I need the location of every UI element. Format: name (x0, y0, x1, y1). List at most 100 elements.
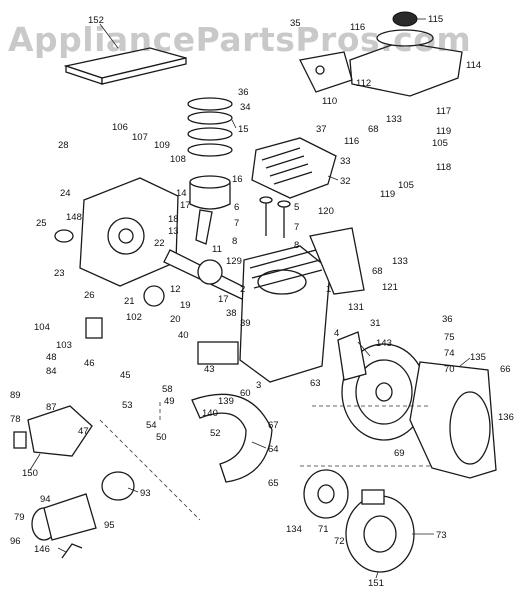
label-72: 72 (334, 536, 345, 547)
label-133-top: 133 (386, 114, 402, 125)
label-109: 109 (154, 140, 170, 151)
label-1: 1 (326, 284, 331, 295)
label-43: 43 (204, 364, 215, 375)
blower-housing (409, 361, 497, 479)
label-63: 63 (310, 378, 321, 389)
label-89: 89 (10, 390, 21, 401)
label-32: 32 (340, 176, 351, 187)
part-number-labels: 152 35 116 115 114 36 34 110 37 112 68 1… (10, 14, 514, 589)
label-102: 102 (126, 312, 142, 323)
label-68-top: 68 (368, 124, 379, 135)
label-54: 54 (146, 420, 157, 431)
label-22: 22 (154, 238, 165, 249)
label-18: 18 (168, 214, 179, 225)
crankcase-cover (54, 177, 179, 287)
label-75: 75 (444, 332, 455, 343)
label-108-a: 108 (170, 154, 186, 165)
air-cleaner-assembly (299, 11, 463, 97)
label-135: 135 (470, 352, 486, 363)
label-47: 47 (78, 426, 89, 437)
label-23: 23 (54, 268, 65, 279)
label-33: 33 (340, 156, 351, 167)
label-70: 70 (444, 364, 455, 375)
label-148: 148 (66, 212, 82, 223)
label-150: 150 (22, 468, 38, 479)
label-4: 4 (334, 328, 339, 339)
engine-block (239, 245, 331, 383)
piston (189, 175, 231, 210)
label-117: 117 (436, 106, 451, 117)
label-2: 2 (240, 284, 245, 295)
label-114: 114 (466, 60, 481, 71)
label-36-right: 36 (442, 314, 453, 325)
label-67: 67 (268, 420, 279, 431)
label-52: 52 (210, 428, 221, 439)
label-28: 28 (58, 140, 69, 151)
label-39: 39 (240, 318, 251, 329)
leader-lines (29, 18, 471, 579)
label-45: 45 (120, 370, 131, 381)
label-74: 74 (444, 348, 455, 359)
watermark-text: AppliancePartsPros.com (8, 20, 472, 59)
label-73: 73 (436, 530, 447, 541)
label-17-a: 17 (180, 200, 191, 211)
label-11: 11 (212, 244, 222, 255)
label-7-b: 7 (294, 222, 299, 233)
label-93: 93 (140, 488, 151, 499)
label-8-a: 8 (232, 236, 237, 247)
label-78: 78 (10, 414, 21, 425)
label-96: 96 (10, 536, 21, 547)
label-34: 34 (240, 102, 251, 113)
label-60: 60 (240, 388, 251, 399)
label-65: 65 (268, 478, 279, 489)
label-106: 106 (112, 122, 128, 133)
label-139: 139 (218, 396, 234, 407)
label-21: 21 (124, 296, 135, 307)
label-105-top: 105 (432, 138, 448, 149)
label-112: 112 (356, 78, 371, 89)
label-134: 134 (286, 524, 302, 535)
label-68-mid: 68 (372, 266, 383, 277)
label-13: 13 (168, 226, 179, 237)
label-69: 69 (394, 448, 405, 459)
carburetor (13, 405, 93, 457)
label-7-a: 7 (234, 218, 239, 229)
label-95: 95 (104, 520, 115, 531)
label-36: 36 (238, 87, 249, 98)
label-133-mid: 133 (392, 256, 408, 267)
label-71: 71 (318, 524, 329, 535)
label-84: 84 (46, 366, 57, 377)
label-79: 79 (14, 512, 25, 523)
label-66: 66 (500, 364, 511, 375)
label-104: 104 (34, 322, 50, 333)
label-16: 16 (232, 174, 243, 185)
label-25: 25 (36, 218, 47, 229)
label-152: 152 (88, 15, 104, 26)
label-94: 94 (40, 494, 51, 505)
label-119-top: 119 (436, 126, 451, 137)
shroud (191, 393, 273, 483)
label-14: 14 (176, 188, 187, 199)
label-87: 87 (46, 402, 57, 413)
label-121: 121 (382, 282, 398, 293)
label-24: 24 (60, 188, 71, 199)
recoil-starter (345, 489, 415, 573)
label-146: 146 (34, 544, 50, 555)
label-58: 58 (162, 384, 173, 395)
label-38: 38 (226, 308, 237, 319)
piston-rings (187, 97, 233, 157)
label-48: 48 (46, 352, 57, 363)
starter-pulley (303, 469, 349, 519)
label-8-b: 8 (294, 240, 299, 251)
label-53: 53 (122, 400, 133, 411)
label-37: 37 (316, 124, 327, 135)
label-120: 120 (318, 206, 334, 217)
label-103: 103 (56, 340, 72, 351)
label-35: 35 (290, 18, 301, 29)
label-15: 15 (238, 124, 249, 135)
label-64: 64 (268, 444, 279, 455)
label-49: 49 (164, 396, 175, 407)
label-116-mid: 116 (344, 136, 359, 147)
